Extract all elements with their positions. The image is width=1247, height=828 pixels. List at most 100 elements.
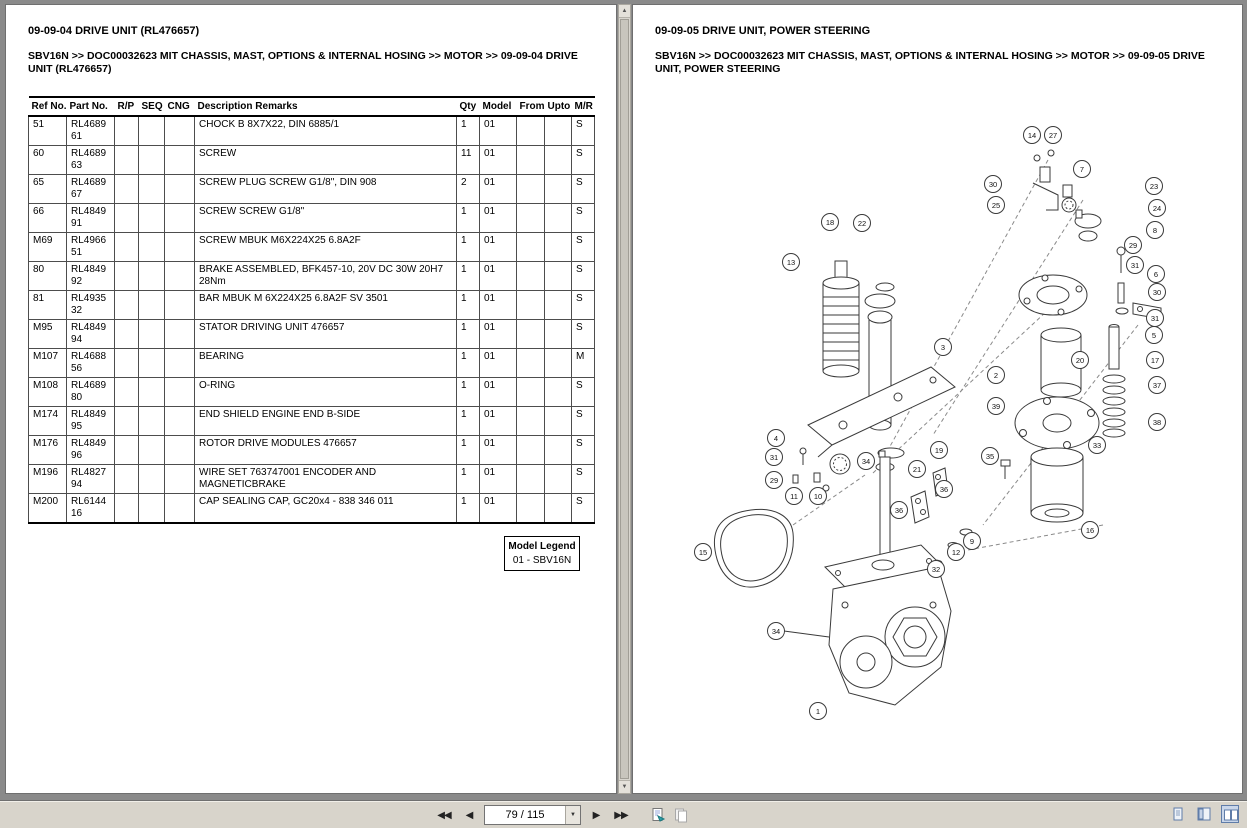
table-cell: CAP SEALING CAP, GC20x4 - 838 346 011: [194, 493, 457, 525]
copy-page-icon[interactable]: [672, 806, 690, 824]
diagram-callout-number: 36: [895, 506, 903, 515]
diagram-callout: [1124, 236, 1142, 254]
page-number-input[interactable]: [485, 806, 565, 824]
table-cell: BAR MBUK M 6X224X25 6.8A2F SV 3501: [194, 290, 457, 321]
column-header: Description Remarks: [194, 96, 457, 118]
table-cell: 1: [456, 203, 480, 234]
diagram-callout: [1148, 413, 1166, 431]
diagram-callout: [1023, 126, 1041, 144]
diagram-callout-number: 25: [992, 201, 1000, 210]
column-header: M/R: [571, 96, 595, 118]
table-cell: 01: [479, 406, 517, 437]
table-cell: [544, 232, 572, 263]
table-cell: [516, 464, 545, 495]
table-cell: [164, 319, 195, 350]
right-page-title: 09-09-05 DRIVE UNIT, POWER STEERING: [655, 25, 871, 37]
table-cell: [114, 203, 139, 234]
column-header: CNG: [164, 96, 195, 118]
table-cell: 11: [456, 145, 480, 176]
table-cell: [516, 261, 545, 292]
table-cell: 65: [28, 174, 67, 205]
table-cell: SCREW: [194, 145, 457, 176]
table-cell: [516, 319, 545, 350]
next-page-button[interactable]: ▶: [586, 805, 606, 825]
table-cell: [164, 174, 195, 205]
fastener-column-drawing: [1102, 246, 1162, 438]
facing-pages-view-icon[interactable]: [1221, 805, 1239, 823]
diagram-callout-number: 4: [774, 434, 778, 443]
scrollbar-thumb[interactable]: [620, 19, 629, 779]
export-page-icon[interactable]: [649, 806, 667, 824]
column-header: R/P: [114, 96, 139, 118]
table-cell: 80: [28, 261, 67, 292]
table-cell: RL468963: [66, 145, 115, 176]
table-cell: RL468980: [66, 377, 115, 408]
diagram-callout-number: 6: [1154, 270, 1158, 279]
table-cell: [114, 232, 139, 263]
combo-dropdown-arrow-icon[interactable]: ▼: [565, 806, 580, 824]
diagram-callout: [934, 338, 952, 356]
diagram-callout-number: 24: [1153, 204, 1161, 213]
prev-page-button[interactable]: ◀: [459, 805, 479, 825]
diagram-callout-number: 16: [1086, 526, 1094, 535]
last-page-button[interactable]: ▶▶: [611, 805, 631, 825]
table-cell: RL484991: [66, 203, 115, 234]
diagram-callout-number: 34: [772, 627, 780, 636]
model-legend-title: Model Legend: [508, 541, 576, 553]
single-page-view-icon[interactable]: [1169, 805, 1187, 823]
diagram-callout: [1146, 351, 1164, 369]
scroll-down-arrow-icon[interactable]: ▼: [619, 780, 630, 793]
diagram-callout-number: 23: [1150, 182, 1158, 191]
table-cell: 81: [28, 290, 67, 321]
model-legend: Model Legend 01 - SBV16N: [504, 536, 580, 572]
diagram-callout: [890, 501, 908, 519]
table-cell: [114, 348, 139, 379]
table-cell: 1: [456, 290, 480, 321]
diagram-callout: [1044, 126, 1062, 144]
table-cell: 01: [479, 261, 517, 292]
first-page-button[interactable]: ◀◀: [434, 805, 454, 825]
diagram-callout-number: 30: [989, 180, 997, 189]
table-cell: 01: [479, 203, 517, 234]
left-breadcrumb: SBV16N >> DOC00032623 MIT CHASSIS, MAST,…: [28, 50, 578, 76]
scrollbar-track[interactable]: [619, 18, 630, 780]
diagram-callout-number: 29: [770, 476, 778, 485]
diagram-callout: [947, 543, 965, 561]
diagram-callout: [809, 702, 827, 720]
scroll-up-arrow-icon[interactable]: ▲: [619, 5, 630, 18]
table-cell: S: [571, 174, 595, 205]
diagram-callout-number: 19: [935, 446, 943, 455]
diagram-callout-number: 18: [826, 218, 834, 227]
diagram-callout: [1073, 160, 1091, 178]
table-cell: RL614416: [66, 493, 115, 525]
column-header: Ref No.: [28, 96, 67, 118]
table-cell: [516, 348, 545, 379]
diagram-callout-number: 14: [1028, 131, 1036, 140]
diagram-callout-number: 2: [994, 371, 998, 380]
page-number-combo[interactable]: ▼: [484, 805, 581, 825]
diagram-callout-number: 38: [1153, 418, 1161, 427]
table-cell: STATOR DRIVING UNIT 476657: [194, 319, 457, 350]
table-cell: [164, 348, 195, 379]
table-cell: [114, 435, 139, 466]
diagram-callout-number: 32: [932, 565, 940, 574]
table-cell: SCREW MBUK M6X224X25 6.8A2F: [194, 232, 457, 263]
diagram-callout-number: 15: [699, 548, 707, 557]
table-cell: [544, 406, 572, 437]
table-cell: 66: [28, 203, 67, 234]
table-cell: S: [571, 290, 595, 321]
diagram-callout: [908, 460, 926, 478]
view-mode-icons: [1169, 805, 1239, 823]
page-with-panel-view-icon[interactable]: [1195, 805, 1213, 823]
table-cell: [164, 290, 195, 321]
table-cell: CHOCK B 8X7X22, DIN 6885/1: [194, 115, 457, 147]
table-cell: [544, 145, 572, 176]
table-cell: [544, 319, 572, 350]
vertical-scrollbar[interactable]: ▲ ▼: [618, 4, 631, 794]
diagram-callout-number: 21: [913, 465, 921, 474]
